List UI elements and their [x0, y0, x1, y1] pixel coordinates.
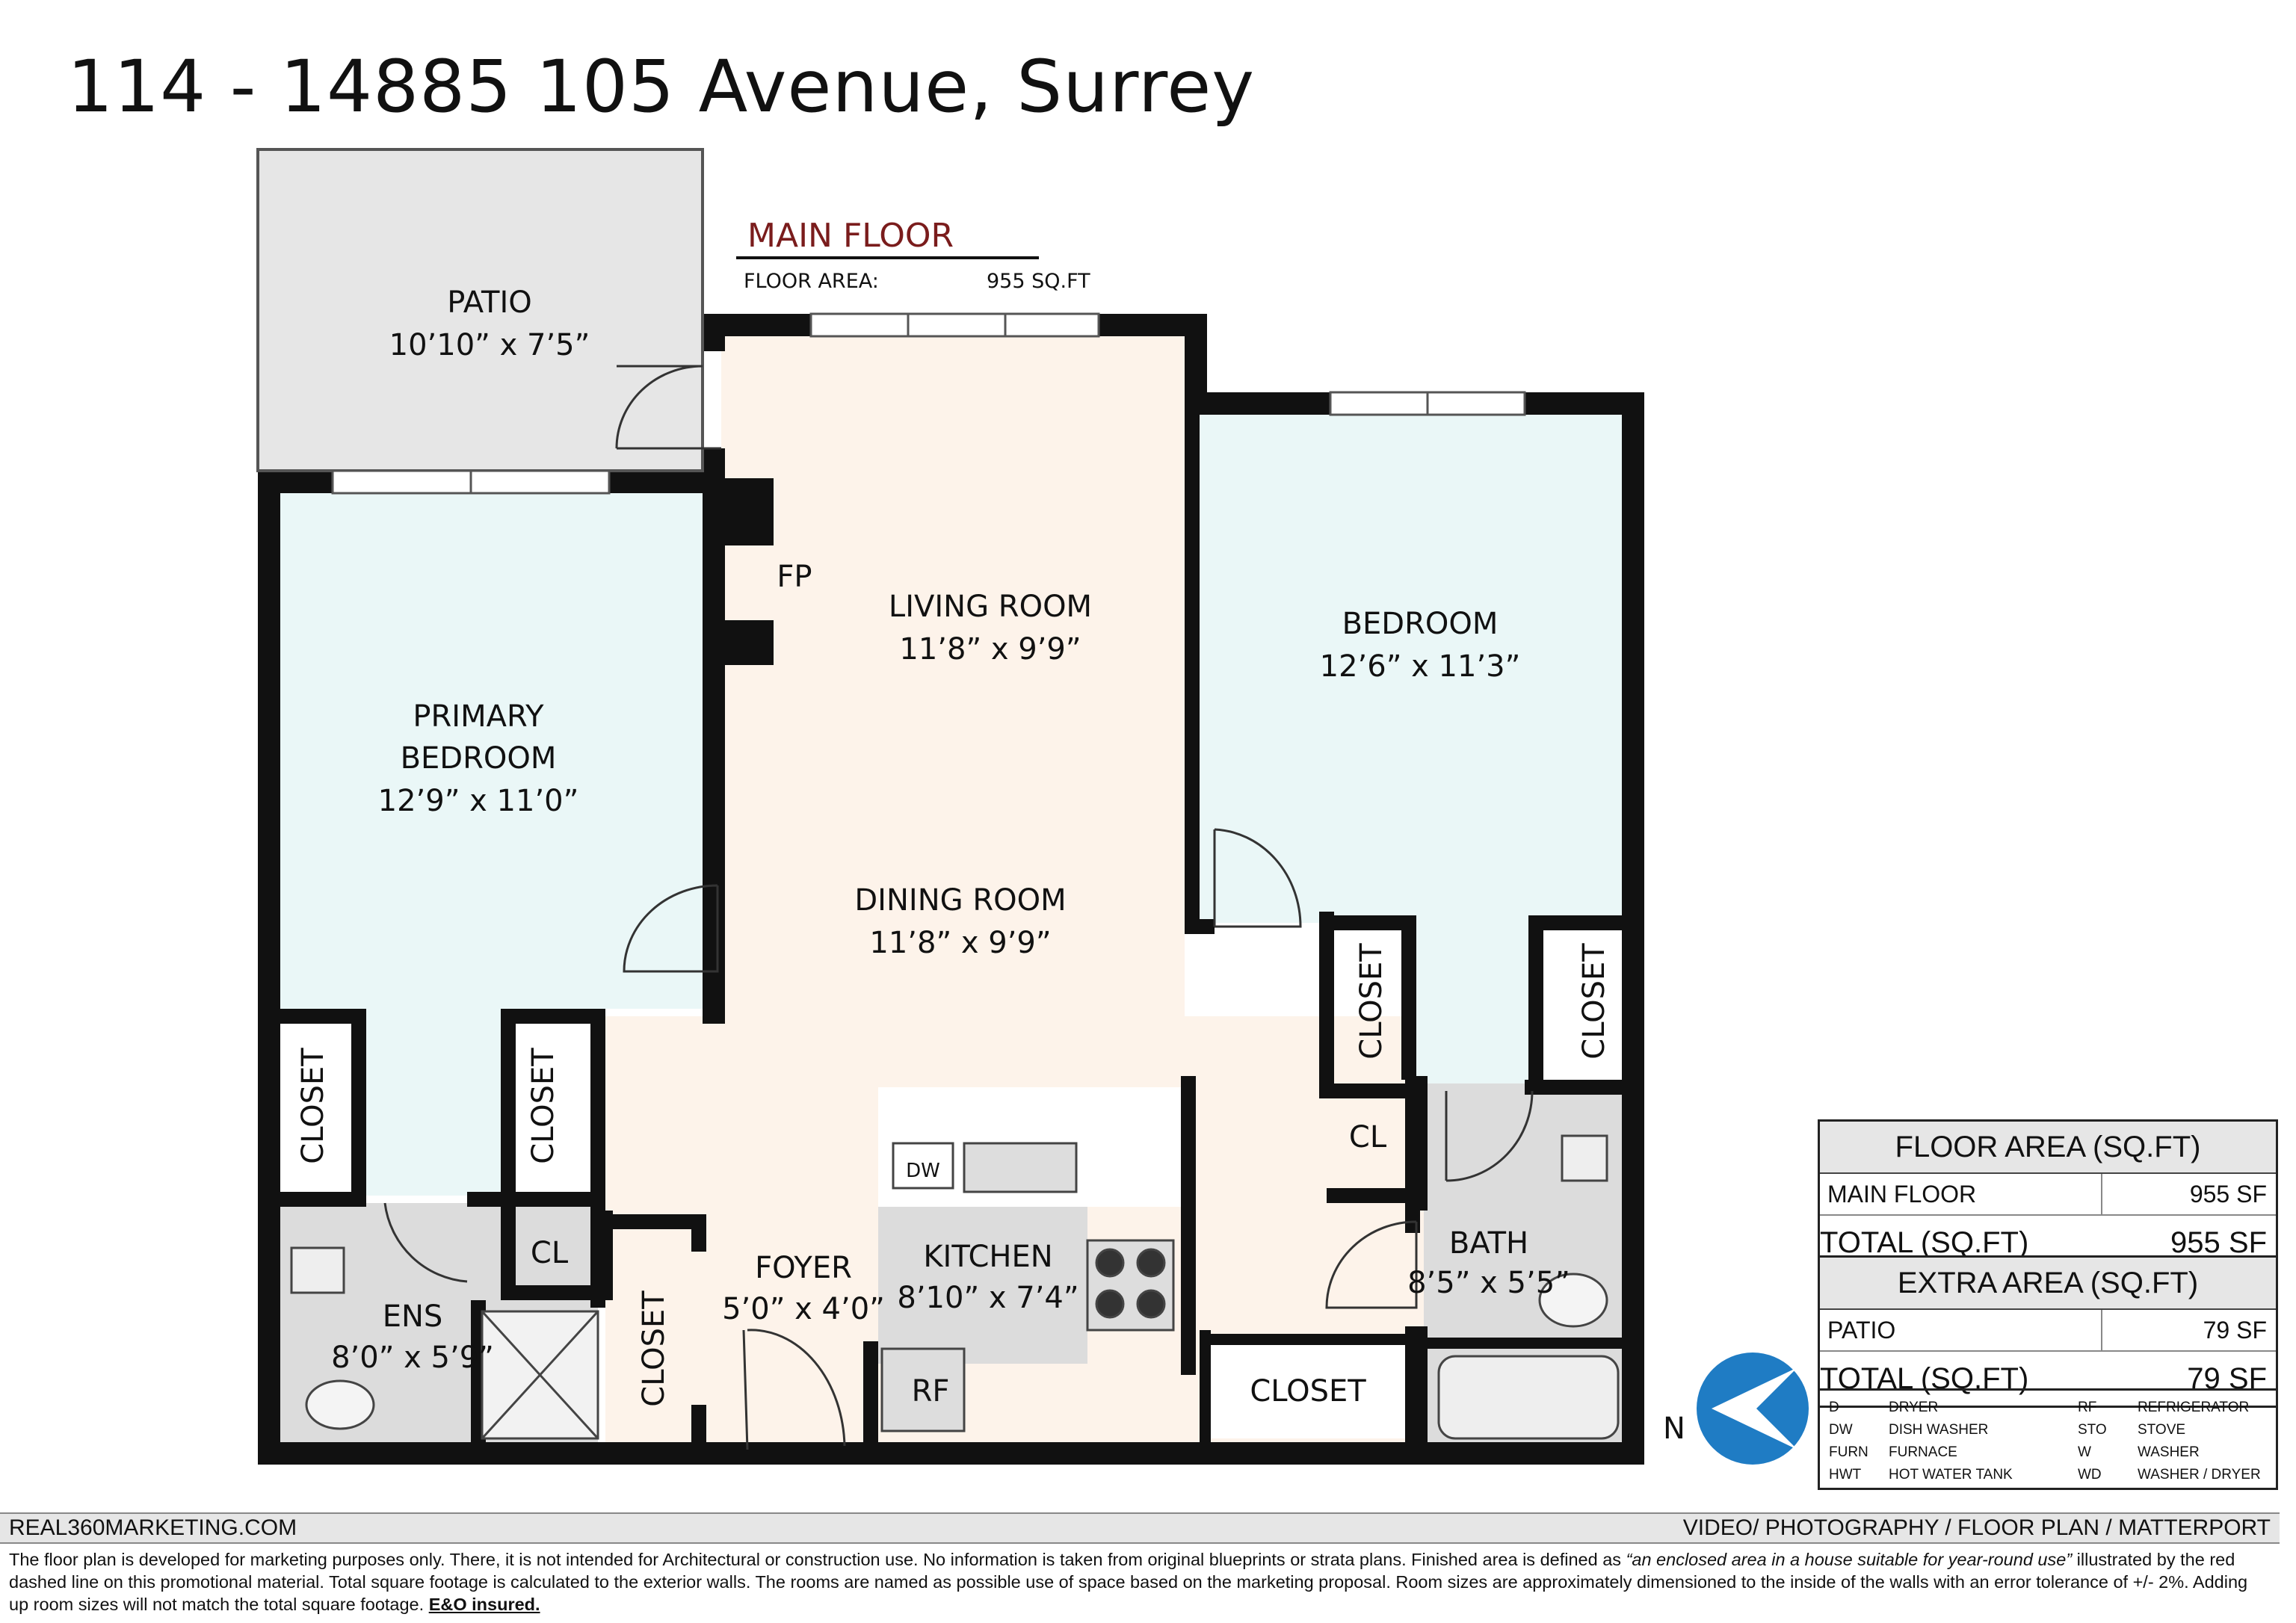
extra-area-header: EXTRA AREA (SQ.FT): [1820, 1258, 2276, 1310]
primary-bedroom-dims: 12’9” x 11’0”: [378, 784, 579, 818]
legend-text: FURNACE: [1889, 1444, 1957, 1460]
fixtures: [290, 1134, 1620, 1440]
primary-bedroom-fill: [277, 486, 718, 1009]
bedroom-nook-fill: [1416, 919, 1543, 1083]
legend-abbr: RF: [2078, 1400, 2097, 1415]
patio-dims: 10’10” x 7’5”: [389, 328, 590, 362]
legend-text: REFRIGERATOR: [2138, 1400, 2250, 1415]
disclaimer-part2: illustrated by the red dashed line on th…: [9, 1550, 2248, 1614]
legend-text: WASHER / DRYER: [2138, 1467, 2261, 1483]
north-label: N: [1663, 1412, 1685, 1446]
ensuite-label: ENS: [383, 1299, 443, 1334]
fridge-label: RF: [912, 1374, 950, 1409]
legend-text: DISH WASHER: [1889, 1422, 1989, 1438]
closet-label-foyer: CLOSET: [637, 1290, 671, 1407]
row-label: MAIN FLOOR: [1820, 1174, 2102, 1214]
table-row: MAIN FLOOR 955 SF: [1820, 1174, 2276, 1216]
row-value: 79 SF: [2203, 1317, 2267, 1344]
legend-text: WASHER: [2138, 1444, 2200, 1460]
bedroom-label: BEDROOM: [1342, 607, 1499, 641]
living-room-dims: 11’8” x 9’9”: [899, 632, 1081, 667]
kitchen-fill: [878, 1207, 1087, 1364]
legend-text: HOT WATER TANK: [1889, 1467, 2013, 1483]
north-compass-icon: [1697, 1352, 1809, 1465]
floor-area-label: FLOOR AREA:: [744, 270, 879, 293]
total-row: TOTAL (SQ.FT) 79 SF: [1820, 1352, 2276, 1406]
closet-label-primary-left: CLOSET: [296, 1048, 330, 1164]
abbreviation-legend: D DRYER DW DISH WASHER FURN FURNACE HWT …: [1818, 1388, 2278, 1490]
bath-dims: 8’5” x 5’5”: [1407, 1266, 1570, 1300]
closet-label-primary-right: CLOSET: [526, 1048, 561, 1164]
primary-bedroom-label-2: BEDROOM: [401, 741, 557, 776]
legend-abbr: HWT: [1829, 1467, 1862, 1483]
patio-label: PATIO: [447, 285, 532, 320]
footer-bar: REAL360MARKETING.COM VIDEO/ PHOTOGRAPHY …: [0, 1512, 2280, 1544]
row-value: 955 SF: [2189, 1181, 2267, 1208]
closet-label-hall: CLOSET: [1354, 943, 1389, 1060]
website-link[interactable]: REAL360MARKETING.COM: [9, 1515, 297, 1540]
patio-fill: [258, 149, 703, 471]
bedroom-fill: [1200, 415, 1622, 923]
floor-area-header: FLOOR AREA (SQ.FT): [1820, 1122, 2276, 1174]
legend-text: STOVE: [2138, 1422, 2186, 1438]
dining-room-label: DINING ROOM: [854, 883, 1066, 918]
foyer-dims: 5’0” x 4’0”: [722, 1292, 885, 1326]
legend-text: DRYER: [1889, 1400, 1939, 1415]
closet-label-bottom: CLOSET: [1250, 1374, 1366, 1409]
closet-label-bedroom: CLOSET: [1577, 943, 1611, 1060]
disclaimer: The floor plan is developed for marketin…: [9, 1548, 2266, 1616]
floor-name: MAIN FLOOR: [747, 217, 954, 255]
legend-abbr: D: [1829, 1400, 1839, 1415]
cl-label-primary: CL: [531, 1236, 569, 1270]
primary-bedroom-nook-fill: [366, 1009, 508, 1196]
eo-insured: E&O insured.: [428, 1595, 540, 1614]
page-title: 114 - 14885 105 Avenue, Surrey: [67, 45, 1256, 129]
total-value: 955 SF: [2170, 1226, 2267, 1259]
legend-abbr: W: [2078, 1444, 2091, 1460]
legend-abbr: FURN: [1829, 1444, 1868, 1460]
kitchen-dims: 8’10” x 7’4”: [897, 1281, 1078, 1315]
bedroom-dims: 12’6” x 11’3”: [1320, 649, 1521, 684]
row-label: PATIO: [1820, 1310, 2102, 1350]
primary-bedroom-label-1: PRIMARY: [413, 699, 544, 734]
dishwasher-label: DW: [906, 1160, 940, 1182]
extra-area-table: EXTRA AREA (SQ.FT) PATIO 79 SF TOTAL (SQ…: [1818, 1255, 2278, 1408]
disclaimer-part1: The floor plan is developed for marketin…: [9, 1550, 1626, 1569]
table-row: PATIO 79 SF: [1820, 1310, 2276, 1352]
disclaimer-quote: “an enclosed area in a house suitable fo…: [1626, 1550, 2073, 1569]
ensuite-dims: 8’0” x 5’9”: [331, 1341, 494, 1375]
fireplace-label: FP: [777, 560, 812, 594]
closet-fill: [1203, 1341, 1416, 1438]
cl-label-hall: CL: [1349, 1120, 1387, 1154]
foyer-label: FOYER: [755, 1251, 852, 1285]
living-room-label: LIVING ROOM: [889, 590, 1092, 624]
dining-room-dims: 11’8” x 9’9”: [869, 926, 1051, 960]
legend-abbr: STO: [2078, 1422, 2107, 1438]
bath-label: BATH: [1449, 1226, 1528, 1261]
services-text: VIDEO/ PHOTOGRAPHY / FLOOR PLAN / MATTER…: [1682, 1515, 2271, 1540]
kitchen-label: KITCHEN: [923, 1240, 1052, 1274]
floor-area-value: 955 SQ.FT: [987, 270, 1090, 293]
legend-abbr: DW: [1829, 1422, 1853, 1438]
total-label: TOTAL (SQ.FT): [1820, 1226, 2029, 1259]
door-swings: [383, 365, 1534, 1450]
windows: [331, 312, 1526, 495]
walls: [258, 314, 1644, 1465]
legend-abbr: WD: [2078, 1467, 2102, 1483]
floor-area-table: FLOOR AREA (SQ.FT) MAIN FLOOR 955 SF TOT…: [1818, 1119, 2278, 1272]
